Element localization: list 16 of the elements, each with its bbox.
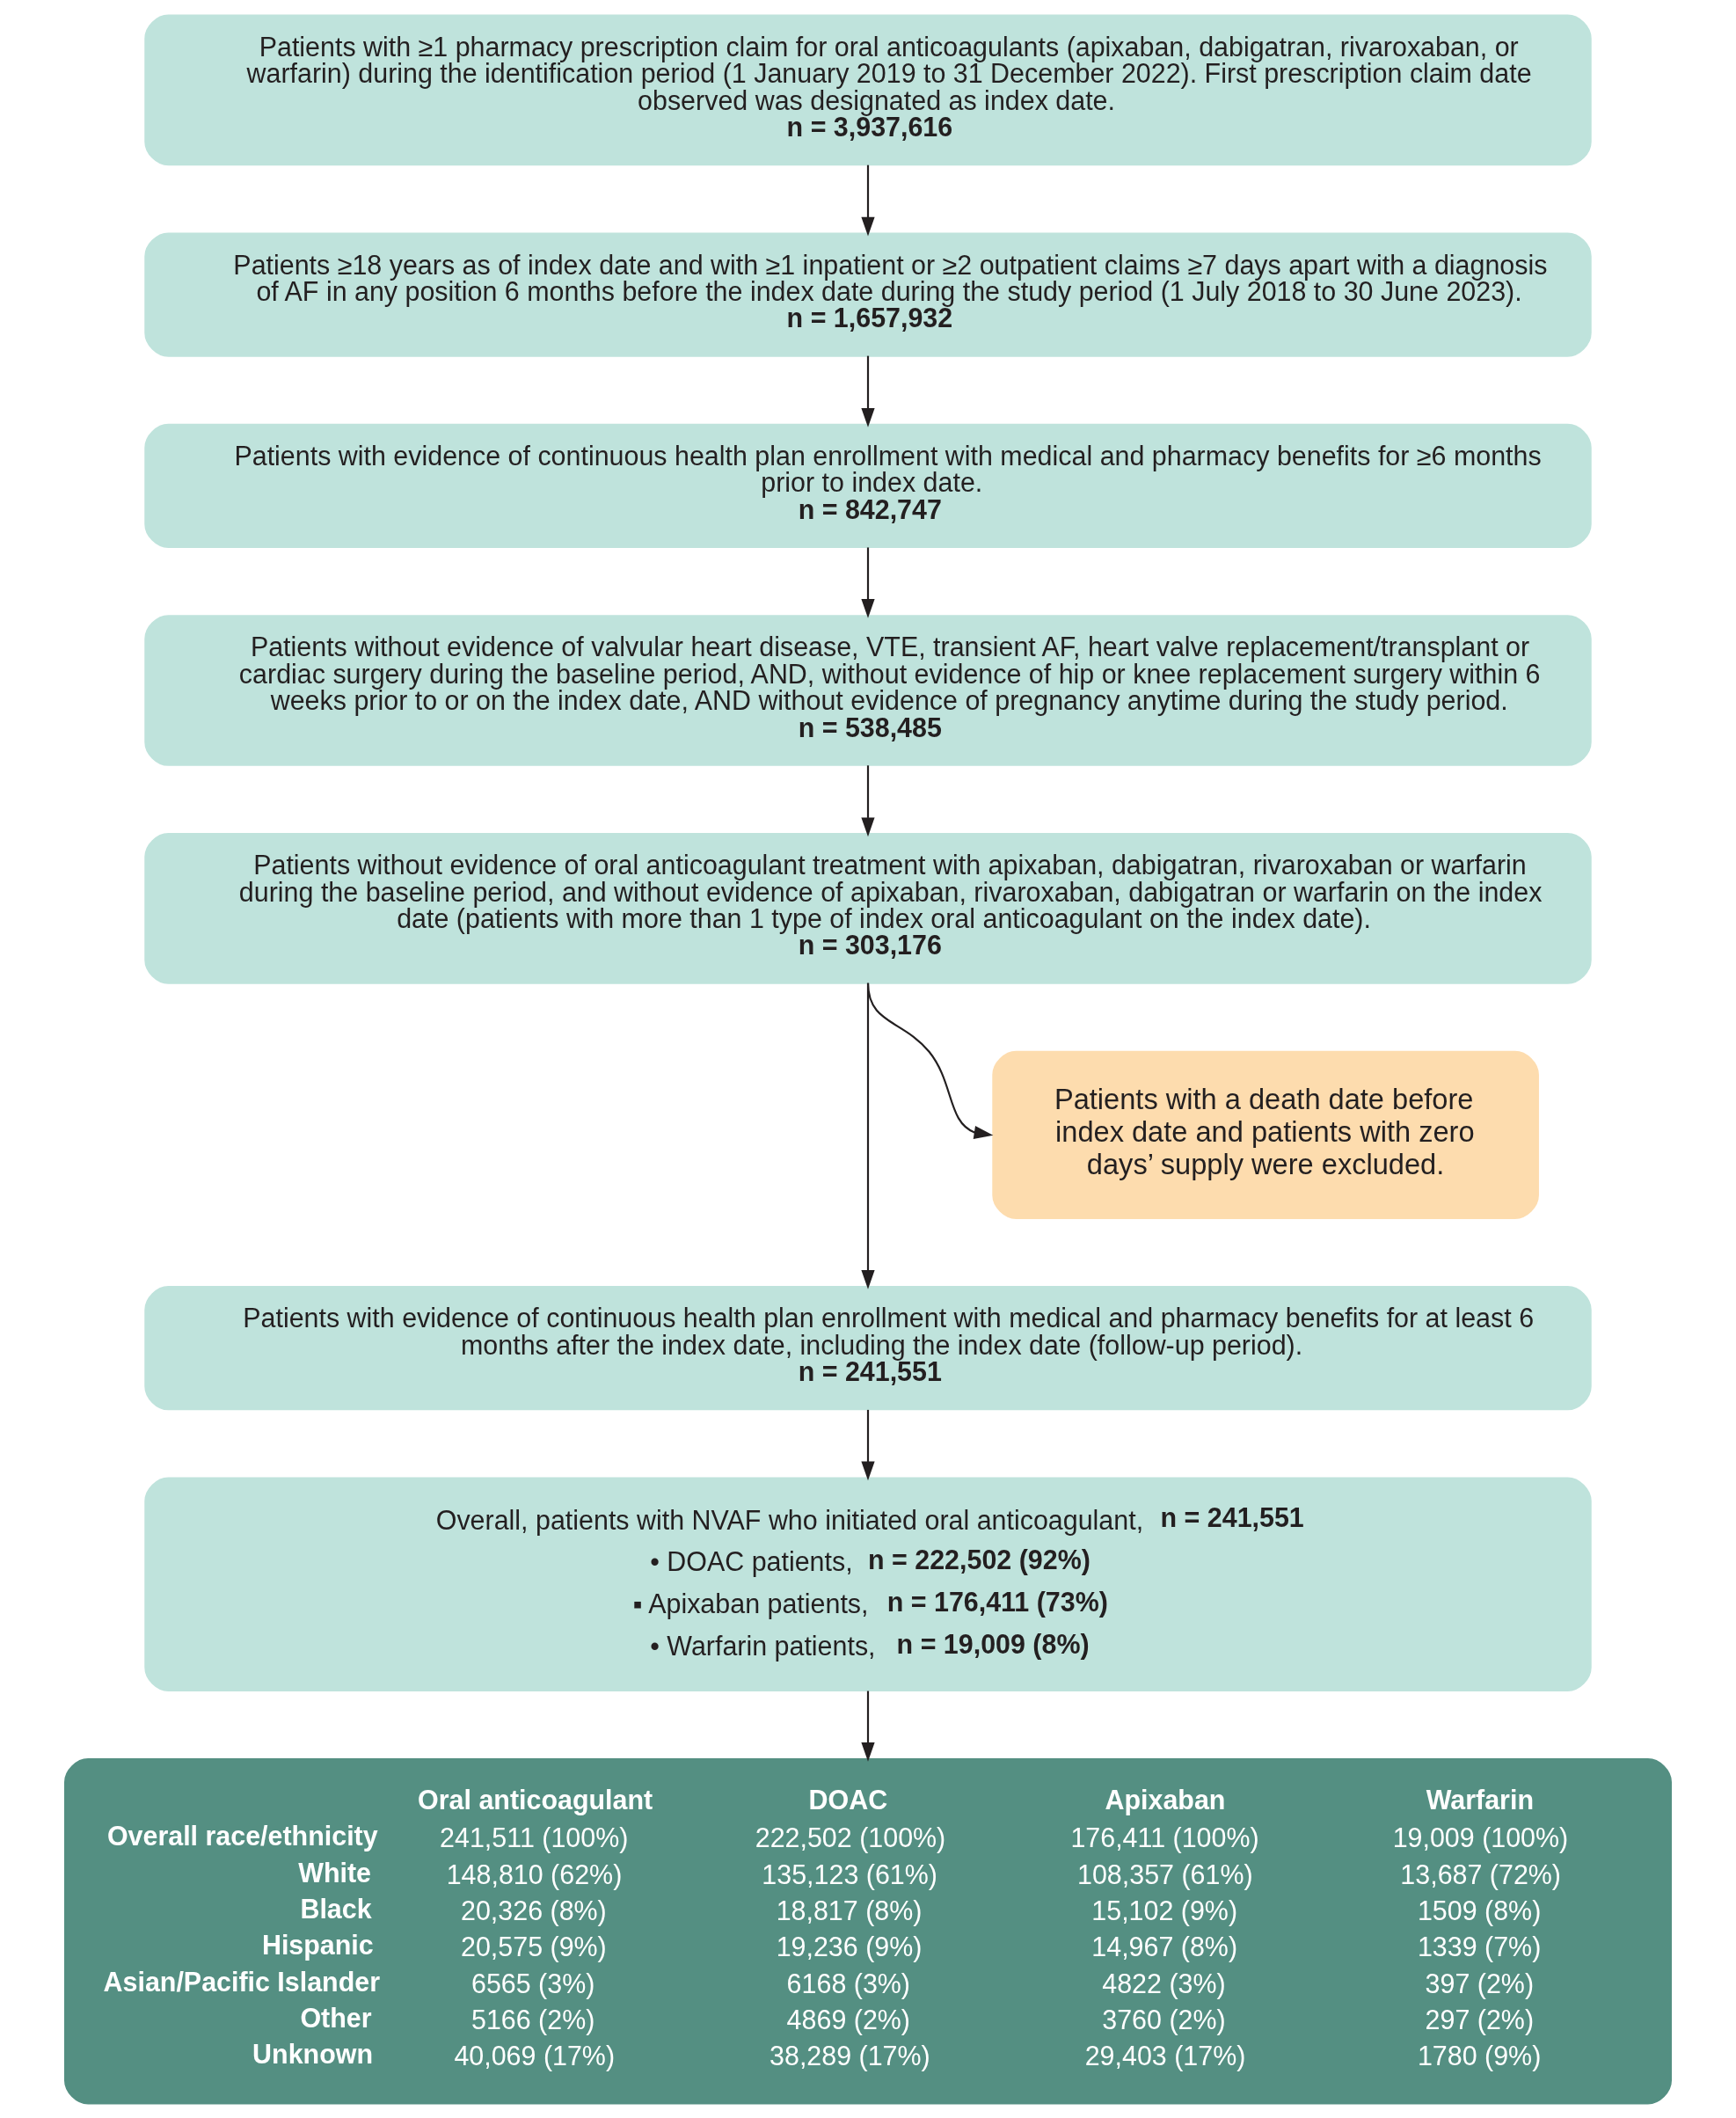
node-box: Patients without evidence of oral anticoagulant treatment with apixaban, dabigatran, rivaroxaban or warfarin during the baseline period, and without evidence of apixaban, rivaroxaban, dabigatran or warfarin on the index date (patients with more than 1 type of index oral anticoagulant on the index date). n = 303,176 <box>144 832 1592 984</box>
node-box: Patients ≥18 years as of index date and with ≥1 inpatient or ≥2 outpatient claims ≥7 days apart with a diagnosis of AF in any position 6 months before the index date during the study period (1 July 2018 to 30 June 2023). n = 1,657,932 <box>144 231 1592 357</box>
node-box: Patients with evidence of continuous health plan enrollment with medical and pharmacy benefits for at least 6 months after the index date, including the index date (follow-up period). n = 241,551 <box>144 1285 1592 1410</box>
node-box: Patients with ≥1 pharmacy prescription claim for oral anticoagulants (apixaban, dabigatran, rivaroxaban, or warfarin) during the identification period (1 January 2019 to 31 December 2022). First prescription claim date observed was designated as index date. n = 3,937,616 <box>144 14 1592 165</box>
arrow <box>861 1409 875 1480</box>
node-box: Oral anticoagulant DOAC Apixaban Warfarin Overall race/ethnicity 241,511 (100%) 222,502 (100%) 176,411 (100%) 19,009 (100%) White 148,810 (62%) 135,123 (61%) 108,357 (61%) 13,687 (72%) Black 20,326 (8%) 18,817 (8%) 15,102 (9%) 1509 (8%) Hispanic 20,575 (9%) 19,236 (9%) 14,967 (8%) 1339 (7%) Asian/Pacific Islander 6565 (3%) 6168 (3%) 4822 (3%) 397 (2%) Other 5166 (2%) 4869 (2%) 3760 (2%) 297 (2%) Unknown 40,069 (17%) 38,289 (17%) 29,403 (17%) 1780 (9%) <box>64 1757 1672 2104</box>
arrow <box>861 164 875 236</box>
arrow <box>861 546 875 618</box>
arrow <box>861 355 875 427</box>
node-box: Overall, patients with NVAF who initiated oral anticoagulant, n = 241,551 • DOAC patients, n = 222,502 (92%) ▪ Apixaban patients, n = 176,411 (73%) • Warfarin patients, n = 19,009 (8%) <box>144 1476 1592 1691</box>
arrow <box>861 1691 875 1762</box>
node-box: Patients without evidence of valvular heart disease, VTE, transient AF, heart valve replacement/transplant or cardiac surgery during the baseline period, AND, without evidence of hip or knee replacement surgery within 6 weeks prior to or on the index date, AND without evidence of pregnancy anytime during the study period. n = 538,485 <box>144 614 1592 766</box>
node-box: Patients with a death date before index date and patients with zero days’ supply were excluded. <box>992 1050 1539 1219</box>
node-box: Patients with evidence of continuous health plan enrollment with medical and pharmacy benefits for ≥6 months prior to index date. n = 842,747 <box>144 423 1592 548</box>
arrow <box>861 982 875 1289</box>
arrow <box>861 764 875 836</box>
